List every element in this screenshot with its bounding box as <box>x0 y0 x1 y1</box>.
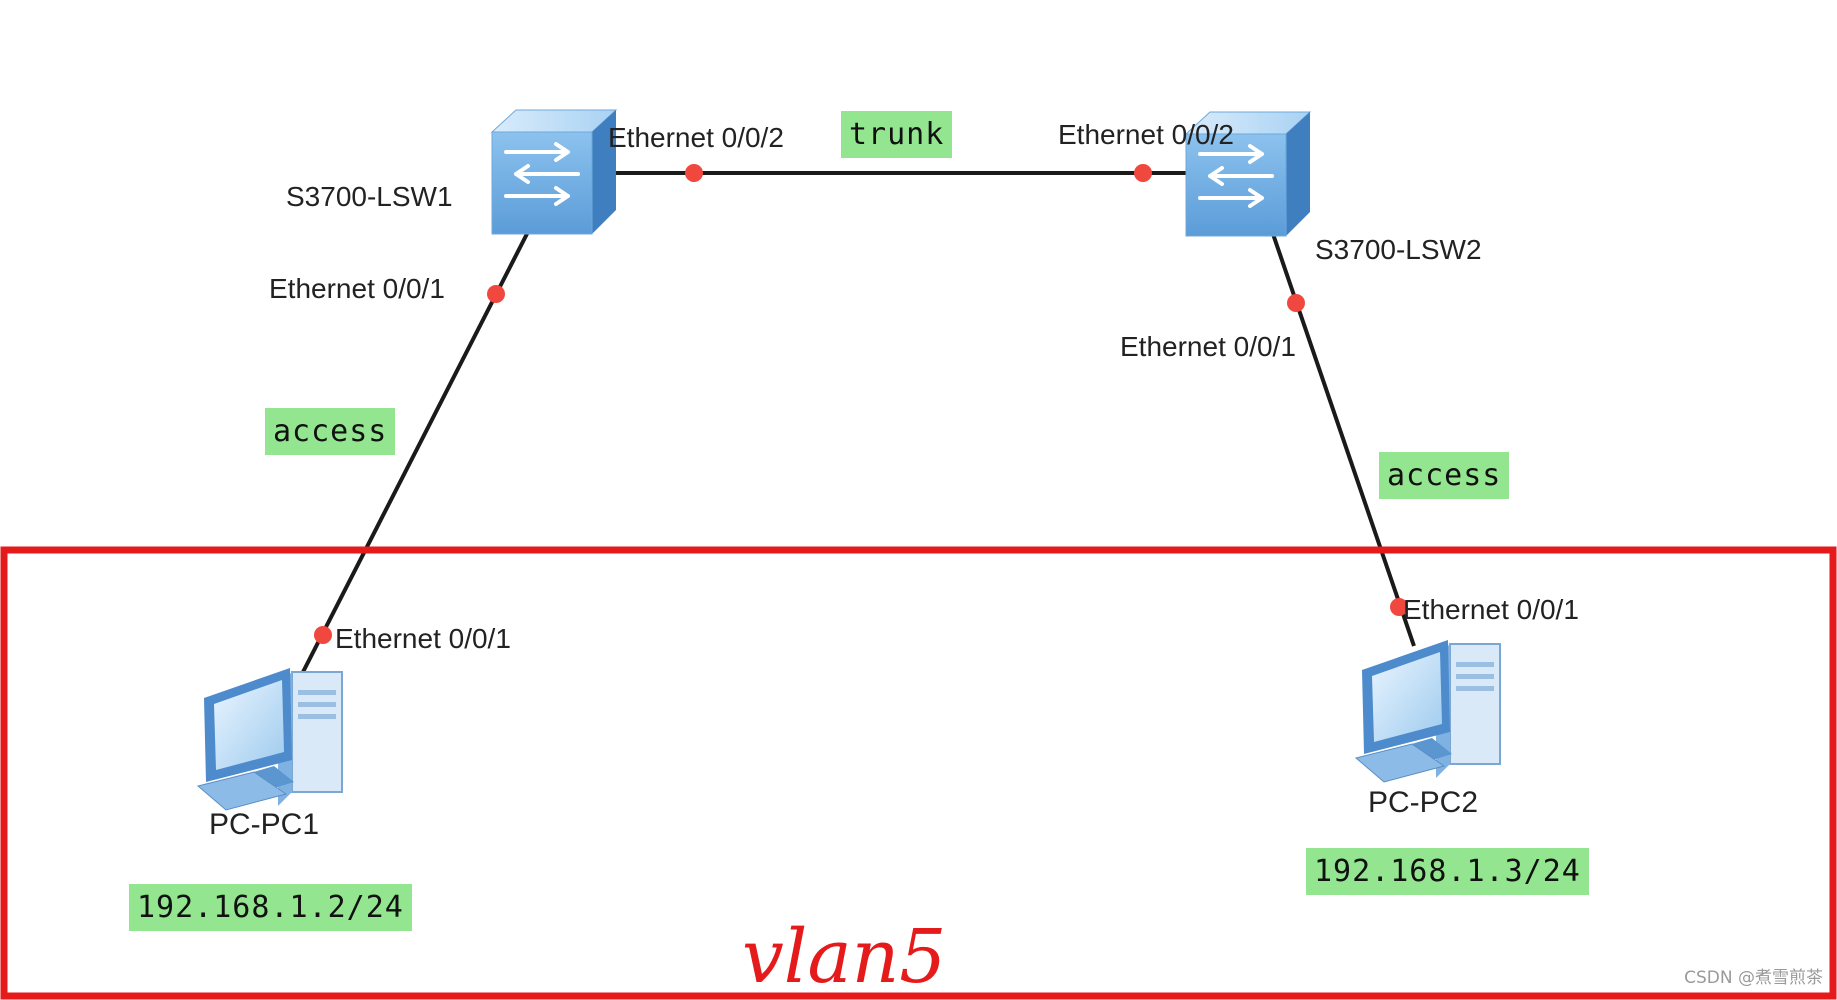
pc-icon[interactable] <box>196 668 343 811</box>
access-mode-tag-right: access <box>1379 452 1510 499</box>
pc-icon[interactable] <box>1354 640 1501 783</box>
sw2-port-eth002-dot[interactable] <box>1134 164 1152 182</box>
pc2-port-eth001-label: Ethernet 0/0/1 <box>1403 594 1579 625</box>
pc2-ip-tag: 192.168.1.3/24 <box>1306 848 1589 895</box>
sw2-name: S3700-LSW2 <box>1315 234 1482 265</box>
pc1-port-eth001-label: Ethernet 0/0/1 <box>335 623 511 654</box>
vlan-boundary-box <box>0 546 1837 1000</box>
sw1-port-eth002-dot[interactable] <box>685 164 703 182</box>
sw2-port-eth001-label: Ethernet 0/0/1 <box>1120 331 1296 362</box>
sw2-port-eth002-label: Ethernet 0/0/2 <box>1058 119 1234 150</box>
pc1-port-eth001-dot[interactable] <box>314 626 332 644</box>
sw1-name: S3700-LSW1 <box>286 181 453 212</box>
access-mode-tag-left: access <box>265 408 396 455</box>
pc1-name: PC-PC1 <box>209 808 320 841</box>
switch-icon[interactable] <box>1184 111 1312 237</box>
pc2-port-eth001-dot[interactable] <box>1390 598 1408 616</box>
sw1-port-eth001-dot[interactable] <box>487 285 505 303</box>
pc2-name: PC-PC2 <box>1368 786 1479 819</box>
watermark: CSDN @煮雪煎茶 <box>1684 968 1823 988</box>
sw1-port-eth002-label: Ethernet 0/0/2 <box>608 122 784 153</box>
trunk-mode-tag: trunk <box>841 111 953 158</box>
sw1-port-eth001-label: Ethernet 0/0/1 <box>269 273 445 304</box>
switch-icon[interactable] <box>490 109 618 235</box>
sw2-port-eth001-dot[interactable] <box>1287 294 1305 312</box>
pc1-ip-tag: 192.168.1.2/24 <box>129 884 412 931</box>
vlan-label: vlan5 <box>742 914 947 1000</box>
